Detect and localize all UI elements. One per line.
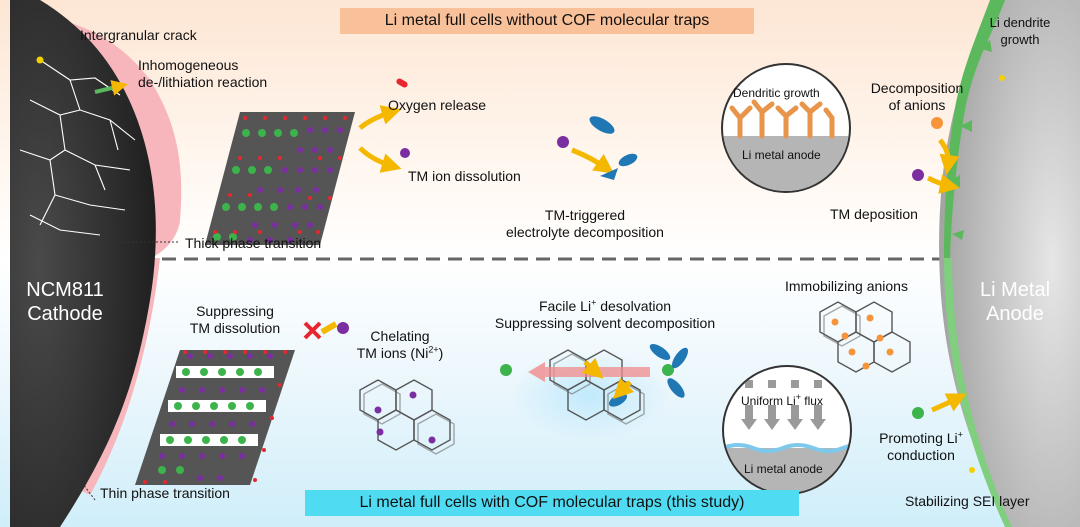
anode-body <box>939 0 1080 527</box>
li-metal-anode-top-label: Li metal anode <box>742 148 821 162</box>
anion <box>931 117 943 129</box>
tm-ion <box>400 148 410 158</box>
anode-sei-layer <box>944 258 1012 527</box>
cathode-body <box>10 0 156 527</box>
dendritic-growth-label: Dendritic growth <box>733 86 820 100</box>
thin-phase-label: Thin phase transition <box>100 485 230 501</box>
thick-phase-label: Thick phase transition <box>185 235 322 251</box>
cof-chelating <box>359 379 455 455</box>
solvent-fragment <box>589 116 615 134</box>
oxygen-release-arrow <box>358 105 402 130</box>
crack-marker <box>36 56 44 64</box>
blocked-cross-icon <box>303 321 322 340</box>
immobilizing-anions-label: Immobilizing anions <box>785 278 908 294</box>
li-ion <box>912 407 924 419</box>
top-lattice <box>205 112 355 245</box>
promoting-li-label: Promoting Li+ conduction <box>879 429 963 463</box>
bottom-lattice <box>135 350 295 485</box>
facile-desolvation-label: Facile Li+ desolvation Suppressing solve… <box>494 297 716 331</box>
oxygen-molecule <box>396 78 408 88</box>
tm-ion-electrolyte <box>557 136 569 148</box>
tm-dissolution-arrow <box>358 146 402 173</box>
tm-dissolution-label: TM ion dissolution <box>408 168 521 184</box>
top-banner: Li metal full cells without COF molecula… <box>340 8 754 34</box>
oxygen-release-label: Oxygen release <box>388 97 487 113</box>
anode-dendrite-layer <box>944 0 1005 258</box>
intergranular-crack-label: Intergranular crack <box>80 27 197 43</box>
uniform-flux-label: Uniform Li+ flux <box>741 392 823 409</box>
tm-ion-anode <box>912 169 924 181</box>
chelating-label: Chelating TM ions (Ni2+) <box>356 328 444 361</box>
tm-deposition-label: TM deposition <box>830 206 918 222</box>
blocked-arrow <box>320 321 338 335</box>
li-metal-anode-bottom-label: Li metal anode <box>744 462 823 476</box>
bottom-banner: Li metal full cells with COF molecular t… <box>305 490 799 516</box>
decomposition-arrow <box>571 147 615 174</box>
cof-anions <box>819 301 911 373</box>
stabilizing-sei-label: Stabilizing SEI layer <box>905 493 1030 509</box>
intergranular-cracks <box>19 59 136 236</box>
